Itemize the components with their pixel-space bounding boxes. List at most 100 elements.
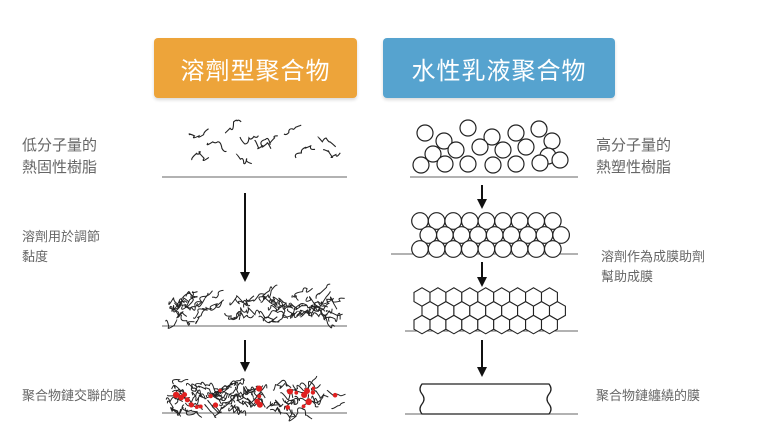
crosslink-dot — [256, 385, 263, 392]
label-line: 黏度 — [22, 250, 49, 265]
deformed-particles — [413, 287, 566, 335]
chain-segment — [326, 297, 345, 303]
particle — [435, 132, 453, 150]
crosslinked-film-label: 聚合物鏈交聯的膜 — [22, 387, 126, 407]
chain-segment — [200, 381, 216, 392]
chain-segment — [211, 289, 224, 299]
particle — [424, 145, 442, 163]
chain-segment — [272, 382, 286, 391]
chain-segment — [313, 301, 329, 309]
chain-segment — [317, 291, 331, 304]
chain-segment — [281, 304, 298, 317]
short-polymer-chains — [188, 119, 341, 165]
chain-segment — [302, 408, 313, 420]
chain-segment — [260, 286, 273, 303]
hexagon-particle — [429, 314, 447, 335]
short-chain — [323, 149, 341, 159]
chain-segment — [263, 284, 278, 300]
particle — [507, 155, 525, 173]
chain-segment — [331, 401, 345, 410]
chain-segment — [245, 293, 266, 302]
chain-segment — [182, 290, 198, 299]
chain-segment — [277, 408, 297, 422]
crosslink-dot — [188, 402, 194, 408]
crosslink-dot — [179, 396, 184, 400]
particle — [484, 156, 502, 174]
chain-segment — [269, 299, 287, 310]
chain-segment — [296, 309, 314, 317]
chain-segment — [186, 301, 201, 311]
chain-segment — [292, 384, 305, 394]
coalesced-film — [419, 383, 552, 415]
chain-segment — [212, 391, 227, 399]
short-chain — [191, 151, 210, 162]
chain-segment — [320, 308, 333, 317]
packed-particle — [552, 226, 570, 244]
chain-segment — [168, 297, 185, 307]
packed-particle — [427, 240, 446, 258]
short-chain — [235, 153, 252, 165]
high-mw-thermoplastic-label: 高分子量的 熱塑性樹脂 — [596, 134, 671, 178]
chain-segment — [215, 382, 233, 397]
latex-particles-packed — [411, 212, 570, 258]
chain-segment — [282, 397, 299, 404]
particle — [416, 124, 434, 142]
chain-segment — [205, 299, 225, 310]
packed-particle — [460, 240, 479, 258]
low-mw-thermoset-label: 低分子量的 熱固性樹脂 — [22, 134, 97, 178]
crosslink-dot — [182, 392, 188, 398]
chain-segment — [258, 295, 277, 306]
chain-segment — [294, 287, 313, 298]
crosslinked-chain-layer — [165, 375, 346, 422]
chain-segment — [175, 311, 188, 318]
packed-particle — [527, 240, 546, 258]
chain-segment — [286, 308, 304, 318]
chain-segment — [220, 395, 234, 410]
particle — [412, 156, 430, 174]
crosslink-dot — [287, 388, 293, 395]
chain-segment — [269, 406, 282, 415]
chain-segment — [229, 378, 245, 387]
hexagon-particle — [461, 314, 479, 335]
chain-segment — [191, 391, 206, 402]
packed-particle — [477, 240, 496, 258]
short-chain — [239, 135, 259, 145]
chain-segment — [165, 396, 184, 403]
label-line: 聚合物鏈纏繞的膜 — [596, 389, 701, 404]
hexagon-particle — [477, 314, 495, 335]
chain-segment — [233, 378, 245, 390]
chain-segment — [236, 311, 255, 319]
chain-segment — [218, 398, 236, 407]
short-chain — [294, 144, 316, 159]
chain-segment — [171, 384, 185, 394]
chain-segment — [197, 290, 213, 308]
chain-segment — [291, 407, 304, 417]
chain-segment — [185, 382, 202, 389]
chain-segment — [227, 386, 239, 398]
particle — [436, 155, 454, 173]
crosslink-dot — [172, 391, 180, 399]
crosslink-dot — [194, 405, 199, 409]
coalescent-label: 溶劑作為成膜助劑 幫助成膜 — [601, 248, 705, 288]
chain-segment — [192, 307, 208, 319]
chain-segment — [228, 404, 241, 415]
chain-segment — [207, 399, 222, 413]
packed-particle — [543, 212, 562, 230]
particle — [507, 124, 525, 142]
crosslink-points — [172, 385, 338, 410]
chain-segment — [234, 298, 251, 307]
chain-segment — [230, 404, 242, 414]
crosslink-dot — [310, 390, 316, 395]
hexagon-particle — [493, 314, 511, 335]
chain-segment — [171, 378, 189, 385]
chain-segment — [196, 292, 209, 307]
label-line: 熱塑性樹脂 — [596, 158, 672, 176]
label-line: 幫助成膜 — [601, 270, 654, 285]
chain-segment — [215, 394, 226, 402]
chain-segment — [266, 402, 284, 409]
chain-segment — [291, 295, 299, 301]
hexagon-particle — [445, 314, 463, 335]
short-chain — [224, 119, 242, 134]
chain-segment — [299, 304, 319, 317]
